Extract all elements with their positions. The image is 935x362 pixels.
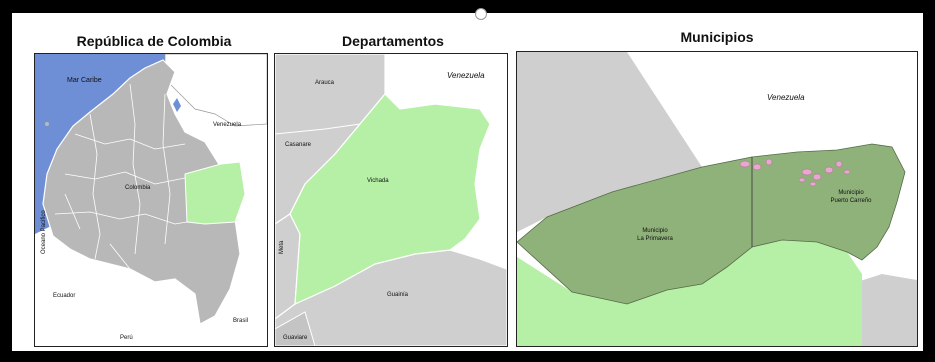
vichada-rest-area — [517, 240, 862, 346]
label-venezuela: Venezuela — [213, 122, 242, 128]
map-departamentos: Venezuela Arauca Casanare Vichada Meta G… — [274, 53, 508, 347]
label-peru: Perú — [120, 335, 133, 341]
label-la-primavera-line2: La Primavera — [637, 236, 673, 242]
label-oceano-pacifico: Oceano Pacifico — [41, 210, 47, 254]
label-guainia: Guainía — [387, 292, 409, 298]
label-venezuela: Venezuela — [447, 71, 485, 80]
label-venezuela: Venezuela — [767, 93, 805, 102]
panel-title-colombia: República de Colombia — [76, 33, 232, 49]
guaviare-area — [275, 311, 316, 346]
label-puerto-carreno-line1: Municipio — [838, 190, 864, 196]
label-brasil: Brasil — [233, 318, 248, 324]
lake-maracaibo — [173, 98, 181, 112]
label-casanare: Casanare — [285, 142, 312, 148]
colombia-land — [42, 59, 246, 325]
municipio-puerto-carreno — [751, 143, 906, 261]
map-colombia: Mar Caribe Oceano Pacifico Venezuela Col… — [34, 53, 268, 347]
label-puerto-carreno-line2: Puerto Carreño — [830, 198, 872, 204]
panel-title-municipios: Municipios — [680, 29, 754, 45]
label-ecuador: Ecuador — [53, 293, 75, 299]
map-colombia-svg: Mar Caribe Oceano Pacifico Venezuela Col… — [35, 54, 267, 346]
department-borders — [54, 83, 221, 270]
department-border — [275, 123, 361, 135]
neighbor-department-area — [517, 52, 702, 232]
guainia-area — [857, 274, 917, 346]
vichada-highlight — [184, 161, 246, 225]
label-arauca: Arauca — [315, 80, 335, 86]
map-departamentos-svg: Venezuela Arauca Casanare Vichada Meta G… — [275, 54, 507, 346]
panel-title-departamentos: Departamentos — [342, 33, 444, 49]
map-municipios: Venezuela Municipio La Primavera Municip… — [516, 51, 918, 347]
municipio-la-primavera — [517, 156, 753, 305]
map-sheet: República de Colombia — [12, 13, 923, 351]
label-guaviare: Guaviare — [283, 335, 308, 341]
label-vichada: Vichada — [367, 178, 389, 184]
reserves-group — [739, 158, 851, 187]
island — [45, 122, 49, 126]
vichada-highlight — [289, 93, 491, 305]
map-municipios-svg: Venezuela Municipio La Primavera Municip… — [517, 52, 917, 346]
label-la-primavera-line1: Municipio — [642, 228, 668, 234]
label-meta: Meta — [279, 240, 285, 254]
label-colombia: Colombia — [125, 185, 151, 191]
frame-notch — [475, 8, 487, 20]
label-mar-caribe: Mar Caribe — [67, 77, 102, 84]
